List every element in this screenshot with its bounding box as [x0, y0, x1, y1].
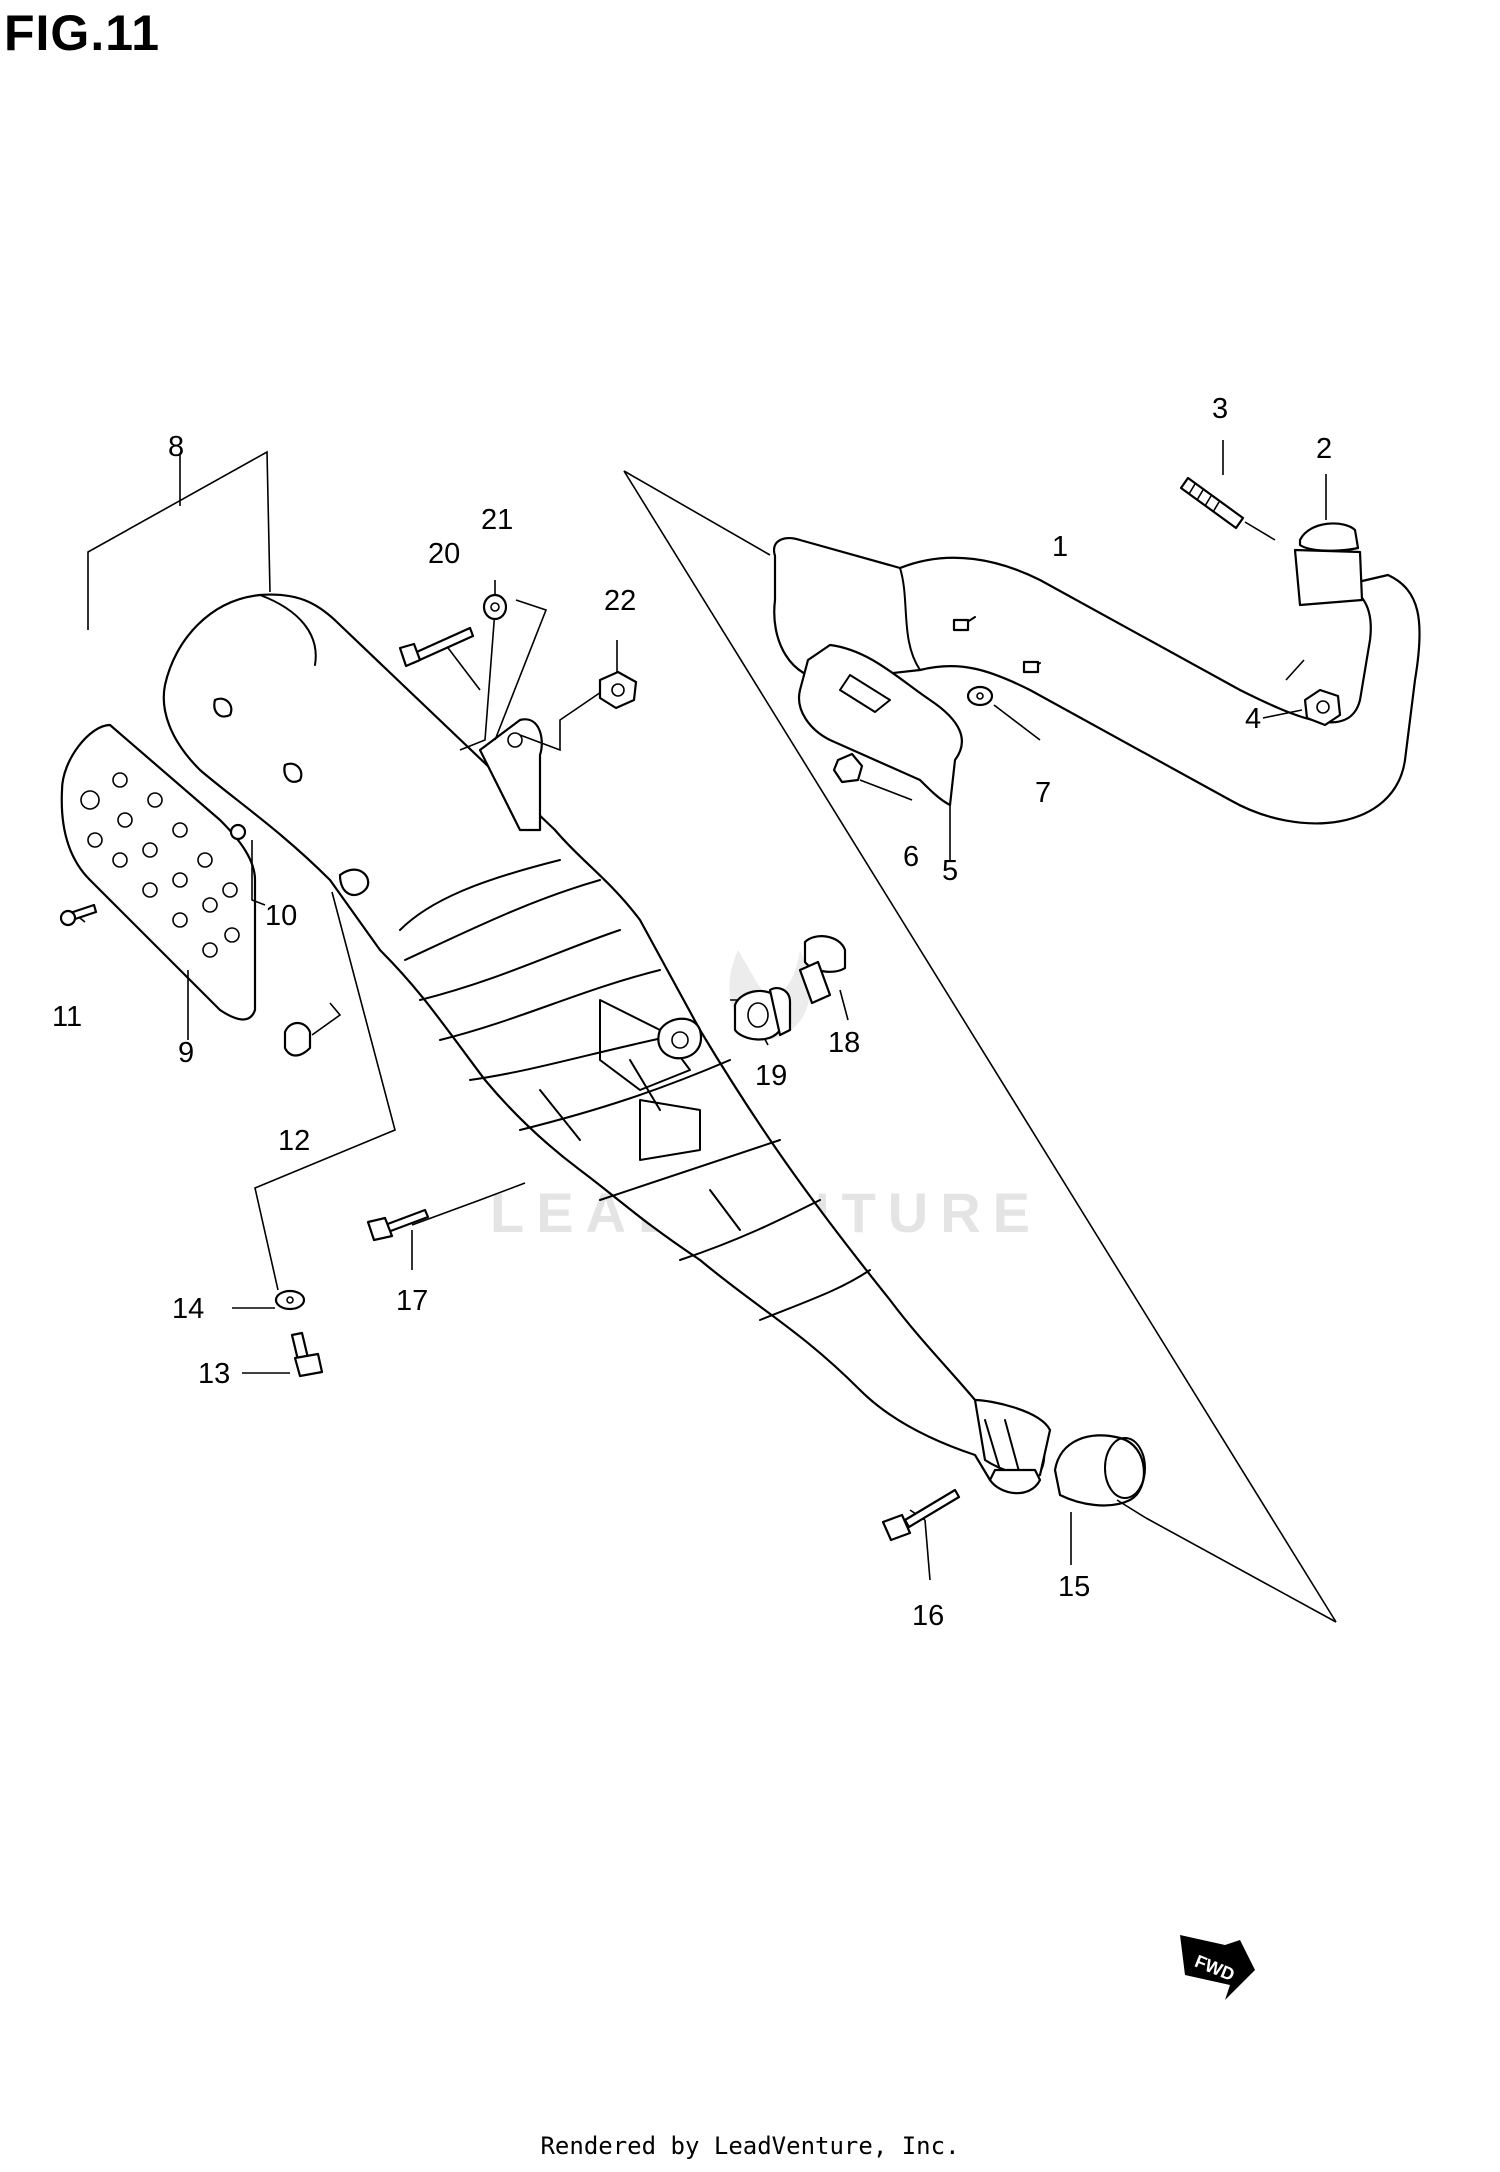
- callout-10: 10: [265, 900, 297, 932]
- callout-2: 2: [1316, 433, 1332, 465]
- callout-16: 16: [912, 1600, 944, 1632]
- callout-7: 7: [1035, 777, 1051, 809]
- callout-20: 20: [428, 538, 460, 570]
- callout-9: 9: [178, 1037, 194, 1069]
- bracket-8: [87, 450, 271, 630]
- figure-title: FIG.11: [4, 5, 161, 61]
- bolt-13: [290, 1331, 324, 1378]
- washer-21: [482, 593, 508, 621]
- bolt-20: [398, 626, 475, 668]
- callout-17: 17: [396, 1285, 428, 1317]
- washer-14: [274, 1289, 306, 1311]
- leader-lines: [75, 440, 1327, 1581]
- callout-15: 15: [1058, 1571, 1090, 1603]
- callout-12: 12: [278, 1125, 310, 1157]
- gasket: [1293, 522, 1364, 607]
- callout-13: 13: [198, 1358, 230, 1390]
- callout-3: 3: [1212, 393, 1228, 425]
- heat-shield: [60, 723, 257, 1021]
- callout-labels: 1 2 3 4 5 6 7 8 9 10 11 12 13 14 15 16 1…: [52, 393, 1332, 1632]
- callout-11: 11: [52, 1001, 82, 1033]
- callout-5: 5: [942, 855, 958, 887]
- heat-protector: [797, 643, 963, 807]
- screw-11: [59, 903, 98, 927]
- callout-18: 18: [828, 1027, 860, 1059]
- washer-10: [229, 823, 247, 841]
- callout-6: 6: [903, 841, 919, 873]
- grommet-12: [283, 1021, 312, 1057]
- callout-21: 21: [481, 504, 513, 536]
- washer-7: [966, 685, 994, 707]
- bolt-16: [881, 1488, 961, 1542]
- stud-bolt: [1179, 476, 1245, 530]
- fwd-direction-badge: FWD: [1180, 1935, 1255, 2000]
- bushing-19: [733, 986, 792, 1041]
- callout-22: 22: [604, 585, 636, 617]
- nut: [1303, 688, 1342, 727]
- muffler: [162, 593, 1052, 1495]
- callout-8: 8: [168, 431, 184, 463]
- callout-4: 4: [1245, 703, 1261, 735]
- collar-18: [798, 935, 847, 1005]
- bolt-17: [366, 1208, 430, 1242]
- callout-19: 19: [755, 1060, 787, 1092]
- nut-22: [598, 670, 638, 710]
- assembly-boundary: [623, 470, 1337, 1623]
- tail-cap: [1053, 1434, 1146, 1507]
- callout-1: 1: [1052, 531, 1068, 563]
- render-credit: Rendered by LeadVenture, Inc.: [540, 2132, 960, 2160]
- callout-14: 14: [172, 1293, 204, 1325]
- exhaust-pipe: [772, 537, 1421, 825]
- bolt-6: [832, 752, 864, 784]
